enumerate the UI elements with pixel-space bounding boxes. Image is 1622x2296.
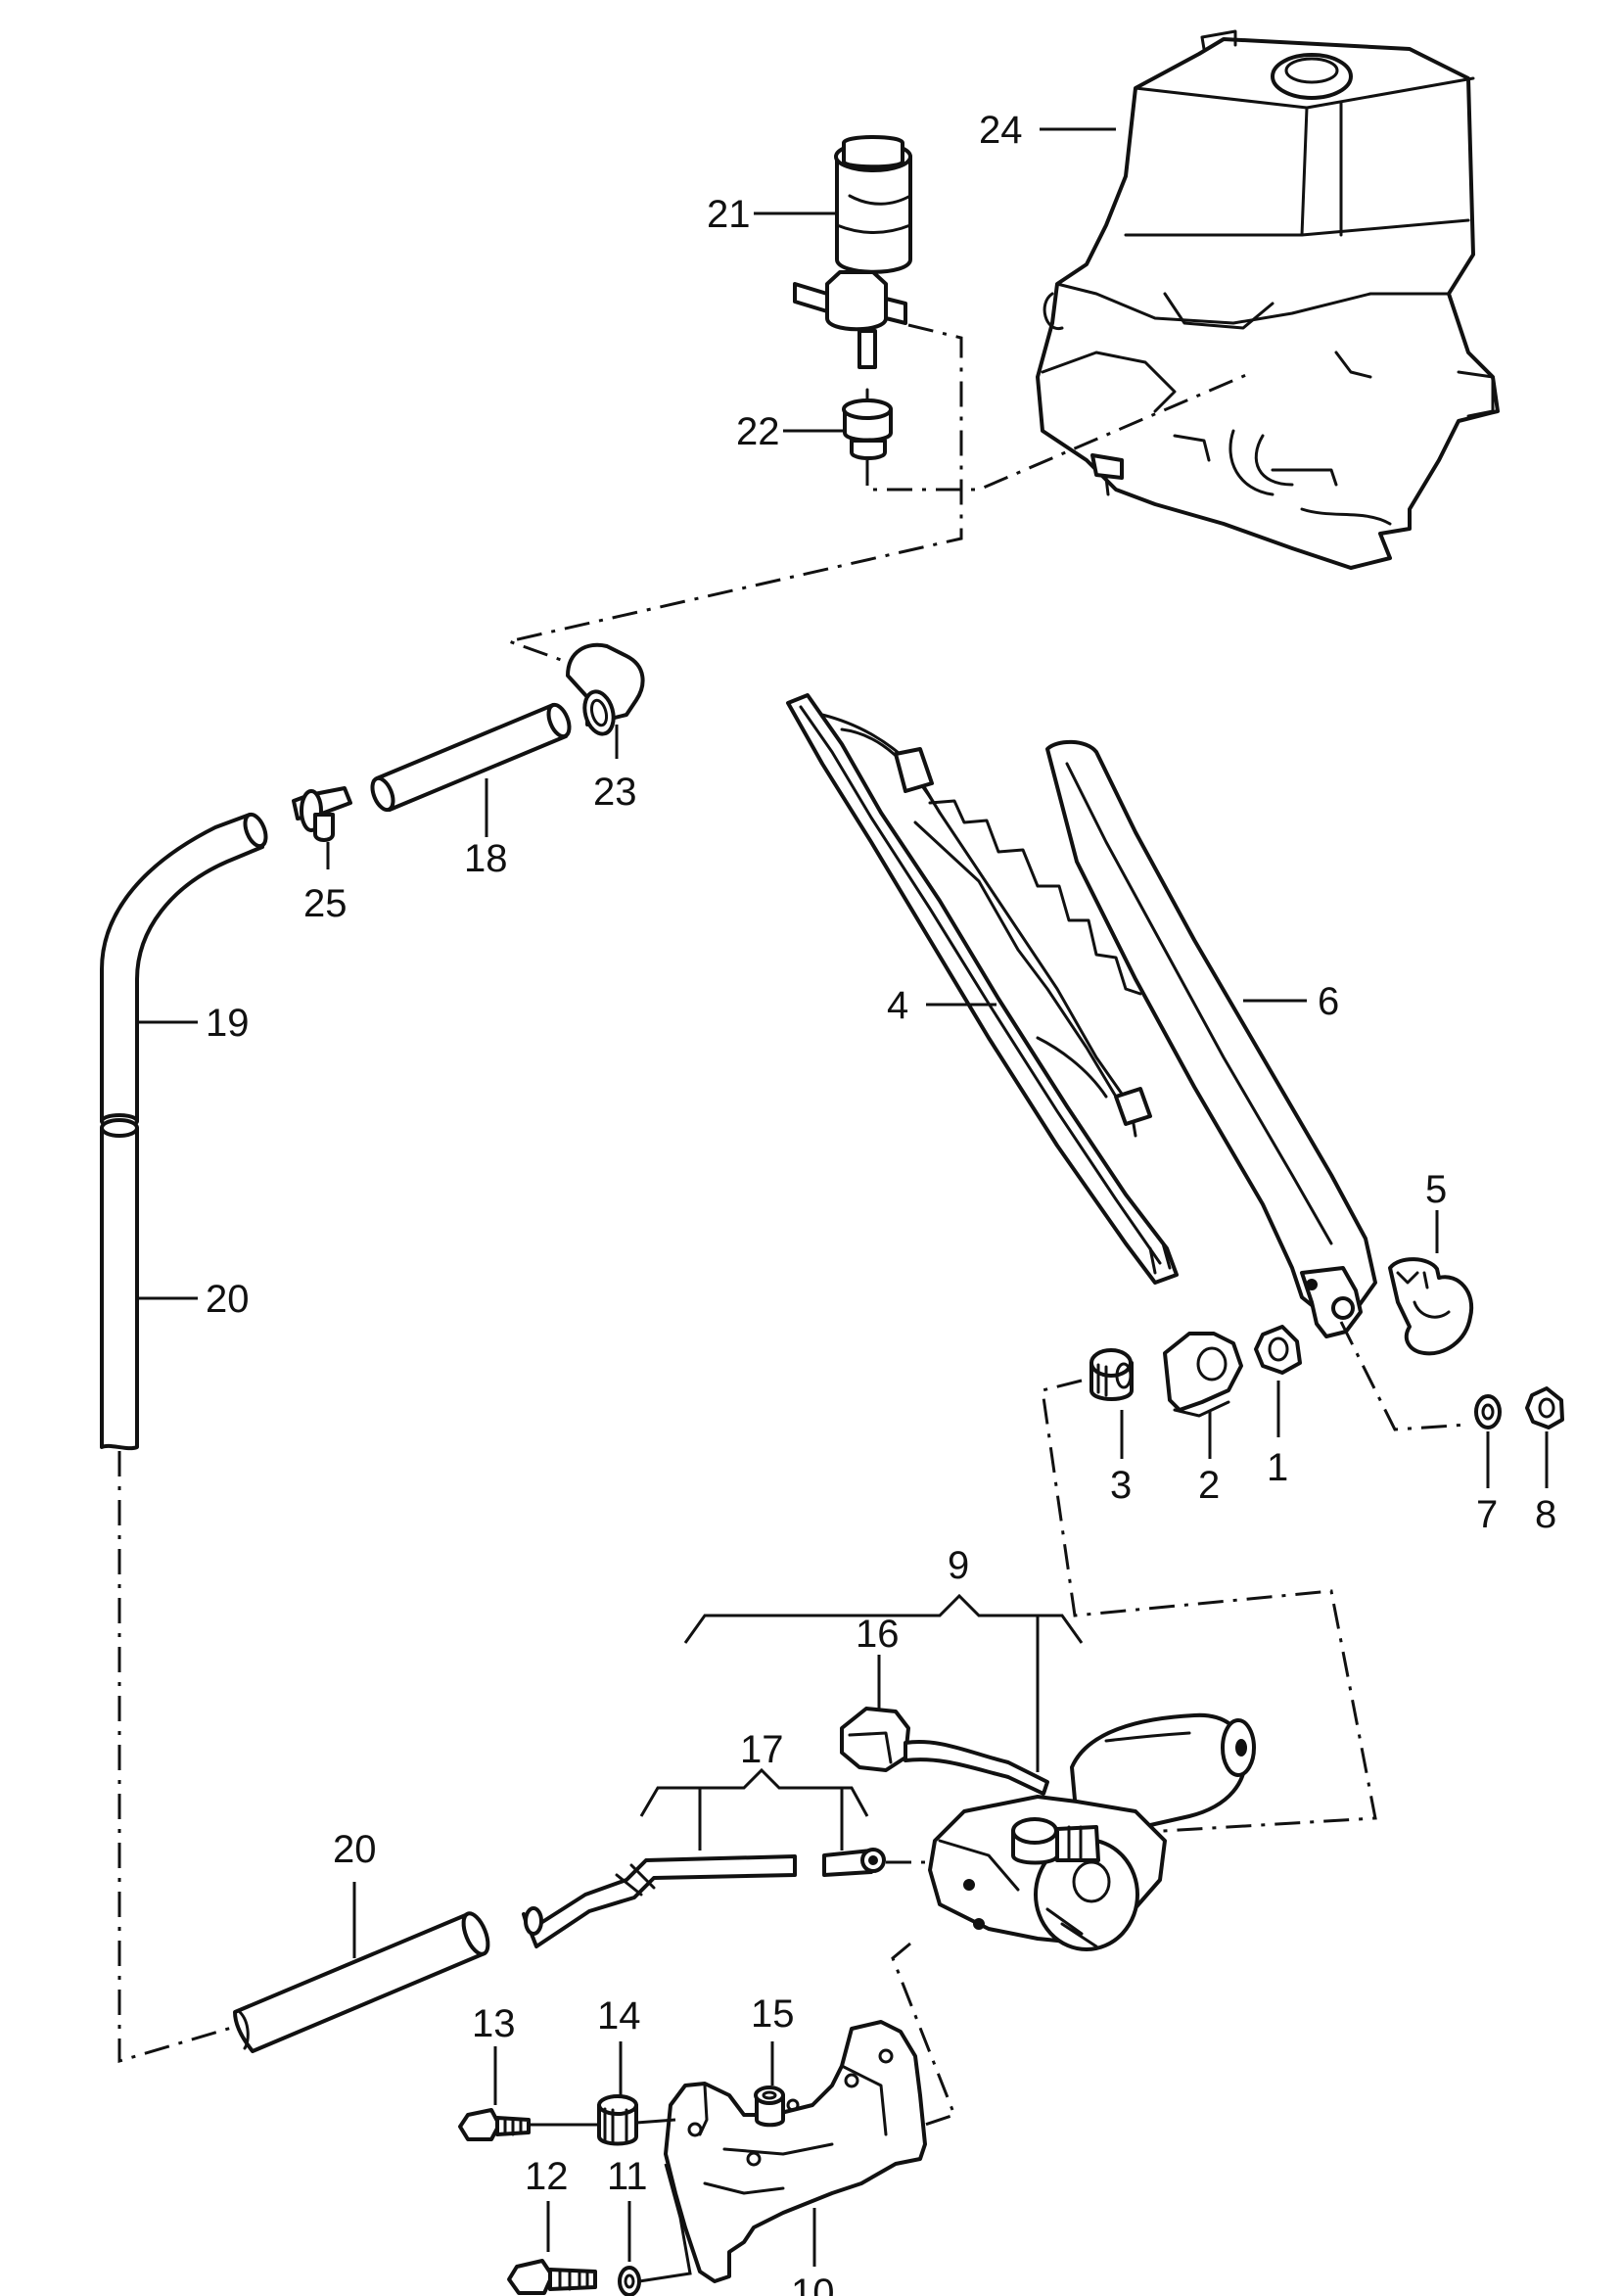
bracket-17 — [639, 1767, 869, 1817]
callout-11: 11 — [607, 2155, 648, 2198]
hose-straight — [370, 702, 572, 813]
callout-17: 17 — [740, 1728, 784, 1771]
callout-14: 14 — [597, 1994, 641, 2038]
callout-9: 9 — [948, 1544, 969, 1587]
callout-4: 4 — [887, 984, 908, 1027]
bushing-part-3 — [1089, 1348, 1134, 1401]
callout-21: 21 — [707, 193, 751, 236]
hose-route-pump-to-elbow — [503, 323, 963, 668]
connection-arm-to-washer — [1339, 1321, 1469, 1431]
wiper-blade — [786, 693, 1179, 1285]
callout-3: 3 — [1110, 1464, 1132, 1507]
nut-part-8 — [1525, 1386, 1564, 1429]
hose-route-left — [117, 1451, 236, 2064]
arm-cover-cap — [1388, 1257, 1474, 1356]
callout-12: 12 — [525, 2155, 569, 2198]
wiper-arm — [1045, 739, 1377, 1338]
callout-20-lower: 20 — [333, 1828, 377, 1871]
callout-18: 18 — [464, 837, 508, 880]
cover-part-2 — [1163, 1332, 1243, 1418]
callout-20-upper: 20 — [206, 1278, 250, 1321]
grommet — [842, 388, 893, 460]
callout-5: 5 — [1425, 1168, 1447, 1211]
washer-fluid-reservoir — [1036, 29, 1500, 570]
callout-22: 22 — [736, 410, 780, 453]
callout-15: 15 — [751, 1992, 795, 2036]
bracket-9 — [683, 1593, 1084, 1644]
hose-long-upper — [100, 1118, 139, 1451]
washer-part-7 — [1474, 1394, 1502, 1429]
callout-19: 19 — [206, 1002, 250, 1045]
callout-23: 23 — [593, 771, 637, 814]
callout-2: 2 — [1198, 1464, 1220, 1507]
callout-25: 25 — [303, 882, 348, 925]
washer-part-11 — [618, 2266, 641, 2296]
nut-part-1 — [1254, 1325, 1302, 1375]
link-14-to-bracket — [635, 2118, 676, 2125]
hose-connector — [292, 786, 352, 842]
washer-pump — [793, 135, 912, 369]
connection-bushing-to-motor — [1041, 1379, 1377, 1838]
callout-6: 6 — [1318, 980, 1339, 1023]
hose-long-lower — [233, 1911, 490, 2053]
hose-elbow — [566, 642, 645, 736]
hose-route-grommet-to-reservoir — [865, 370, 1254, 492]
mounting-bracket — [664, 2020, 927, 2283]
bushing-part-14 — [597, 2094, 638, 2146]
connection-motor-to-bracket — [891, 1942, 956, 2127]
wiper-motor — [928, 1712, 1256, 1951]
callout-8: 8 — [1535, 1493, 1556, 1536]
callout-24: 24 — [979, 109, 1023, 152]
callout-10: 10 — [791, 2272, 835, 2296]
hose-curved — [100, 812, 268, 1129]
bolt-part-12 — [507, 2259, 597, 2295]
callout-13: 13 — [472, 2002, 516, 2045]
link-11-to-bracket — [638, 2163, 692, 2283]
electrical-plug — [840, 1707, 1049, 1796]
callout-1: 1 — [1267, 1446, 1288, 1489]
callout-16: 16 — [856, 1613, 900, 1656]
linkage-joint — [822, 1848, 886, 1877]
bolt-part-13 — [458, 2108, 531, 2141]
linkage-rod — [522, 1854, 797, 1948]
spacer-part-15 — [754, 2085, 785, 2128]
callout-7: 7 — [1476, 1493, 1498, 1536]
